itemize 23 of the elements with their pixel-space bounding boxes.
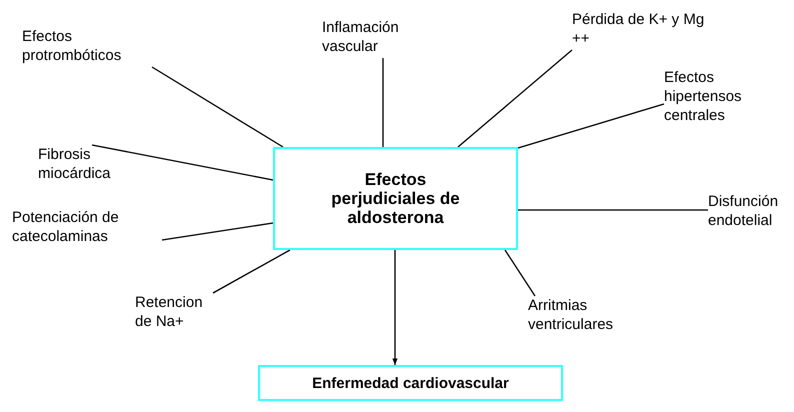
concept-text: Enfermedad cardiovascular: [311, 374, 510, 392]
connector-line: [518, 103, 664, 149]
factor-label: Efectos protrombóticos: [22, 27, 152, 67]
concept-box: [273, 147, 518, 250]
connector-line: [212, 249, 290, 294]
factor-label: Efectos hipertensos centrales: [664, 68, 792, 128]
factor-label: Disfunción endotelial: [708, 192, 792, 232]
connector-line: [382, 58, 384, 147]
factor-label: Pérdida de K+ y Mg ++: [572, 10, 707, 50]
connector-line: [504, 250, 536, 296]
factor-label: Inflamación vascular: [322, 18, 452, 58]
connector-line: [518, 209, 708, 211]
connector-line: [458, 50, 572, 148]
concept-box: [258, 365, 563, 401]
connector-line: [152, 66, 284, 148]
arrow: [392, 250, 398, 365]
factor-label: Arritmias ventriculares: [528, 296, 668, 336]
connector-line: [92, 144, 274, 181]
factor-label: Potenciación de catecolaminas: [12, 208, 162, 248]
connector-line: [162, 222, 274, 241]
factor-label: Fibrosis miocárdica: [38, 145, 123, 185]
factor-label: Retencion de Na+: [135, 293, 220, 333]
concept-text: Efectos perjudiciales de aldosterona: [330, 170, 461, 227]
